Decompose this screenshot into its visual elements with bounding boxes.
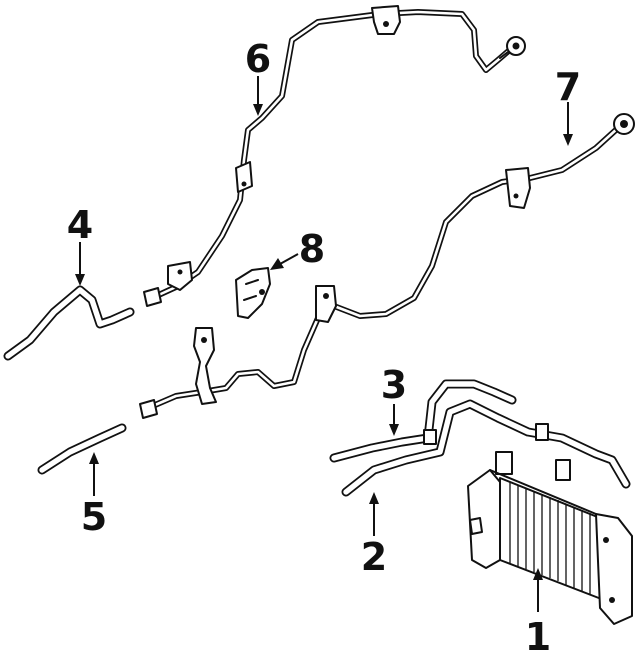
- callout-5: 5: [81, 495, 107, 539]
- callout-8: 8: [299, 227, 325, 271]
- callout-7: 7: [555, 65, 581, 109]
- leader-5: [89, 452, 99, 496]
- part-6-cooler-line-upper: [143, 5, 526, 307]
- leader-7: [563, 102, 573, 146]
- callout-3: 3: [381, 363, 407, 407]
- leader-lines: [75, 76, 573, 612]
- callout-2: 2: [361, 535, 387, 579]
- part-3-hose: [329, 379, 517, 463]
- leader-8: [270, 253, 299, 270]
- part-7-clamp-right: [505, 167, 531, 209]
- leader-1: [533, 568, 543, 612]
- callout-6: 6: [245, 37, 271, 81]
- part-1-inlet-fitting: [495, 451, 513, 475]
- part-6-bracket-lower: [167, 261, 193, 291]
- part-7-clamp-middle: [315, 285, 337, 323]
- part-6-clamp-upper: [371, 5, 401, 35]
- leader-2: [369, 492, 379, 536]
- part-1-right-tank: [595, 513, 633, 625]
- part-1-fins: [509, 482, 591, 594]
- part-1-outlet-fitting: [555, 459, 571, 481]
- part-7-end-fitting: [139, 399, 158, 419]
- part-5-hose: [37, 423, 127, 475]
- part-1-oil-cooler: [467, 451, 633, 625]
- leader-6: [253, 76, 263, 116]
- part-7-bracket-left: [193, 327, 217, 405]
- part-6-clamp-middle: [235, 161, 253, 193]
- part-4-hose: [3, 285, 135, 361]
- leader-3: [389, 404, 399, 436]
- part-7-cooler-line-lower: [139, 113, 635, 419]
- part-2-clamp-right: [535, 423, 549, 441]
- part-2-hose: [341, 399, 631, 497]
- callout-4: 4: [67, 203, 93, 247]
- callout-labels: 1 2 3 4 5 6 7 8: [67, 37, 581, 653]
- part-2-clamp: [423, 429, 437, 445]
- leader-4: [75, 242, 85, 286]
- callout-1: 1: [525, 615, 551, 653]
- part-8-bracket-body: [235, 267, 271, 319]
- part-8-bracket: [235, 267, 271, 319]
- part-6-end-fitting: [143, 287, 162, 307]
